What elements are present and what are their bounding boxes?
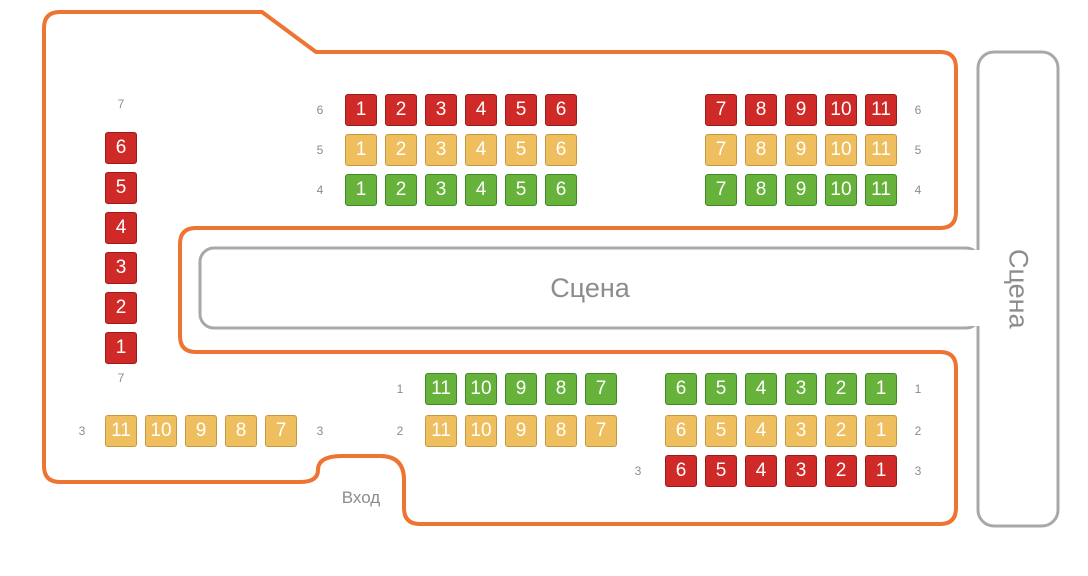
seat[interactable]: 5: [705, 373, 737, 405]
seat[interactable]: 6: [665, 455, 697, 487]
seat[interactable]: 11: [865, 134, 897, 166]
row-number-label: 7: [117, 371, 125, 385]
seat[interactable]: 8: [225, 415, 257, 447]
seat[interactable]: 6: [545, 94, 577, 126]
seat[interactable]: 3: [785, 415, 817, 447]
seat[interactable]: 1: [865, 373, 897, 405]
seat[interactable]: 4: [465, 174, 497, 206]
row-number-label: 4: [914, 183, 922, 197]
row-number-label: 3: [78, 424, 86, 438]
seat[interactable]: 10: [825, 134, 857, 166]
seat[interactable]: 11: [425, 415, 457, 447]
seat[interactable]: 10: [145, 415, 177, 447]
seat[interactable]: 6: [665, 415, 697, 447]
entrance-label: Вход: [341, 488, 381, 507]
seat[interactable]: 1: [865, 455, 897, 487]
seat[interactable]: 4: [465, 134, 497, 166]
row-number-label: 3: [634, 464, 642, 478]
seat[interactable]: 3: [785, 373, 817, 405]
seat[interactable]: 10: [465, 373, 497, 405]
seat[interactable]: 5: [505, 174, 537, 206]
seat[interactable]: 5: [505, 134, 537, 166]
seat[interactable]: 11: [865, 94, 897, 126]
seat[interactable]: 9: [785, 134, 817, 166]
row-number-label: 4: [316, 183, 324, 197]
seat[interactable]: 8: [545, 373, 577, 405]
seat[interactable]: 5: [705, 415, 737, 447]
seat[interactable]: 8: [745, 174, 777, 206]
row-number-label: 1: [914, 382, 922, 396]
seat[interactable]: 3: [425, 134, 457, 166]
seat[interactable]: 10: [825, 94, 857, 126]
seat[interactable]: 9: [505, 415, 537, 447]
seat[interactable]: 7: [705, 174, 737, 206]
seat[interactable]: 9: [185, 415, 217, 447]
stage-main-label: Сцена: [550, 273, 630, 303]
row-number-label: 2: [914, 424, 922, 438]
seat[interactable]: 7: [585, 415, 617, 447]
seat[interactable]: 6: [105, 132, 137, 164]
seat[interactable]: 10: [465, 415, 497, 447]
row-number-label: 5: [316, 143, 324, 157]
seat[interactable]: 7: [705, 134, 737, 166]
seat[interactable]: 1: [345, 174, 377, 206]
seat[interactable]: 3: [105, 252, 137, 284]
row-number-label: 6: [316, 103, 324, 117]
seat[interactable]: 7: [265, 415, 297, 447]
row-number-label: 3: [914, 464, 922, 478]
seat[interactable]: 1: [865, 415, 897, 447]
seat[interactable]: 4: [745, 455, 777, 487]
seat[interactable]: 2: [385, 94, 417, 126]
seat[interactable]: 10: [825, 174, 857, 206]
seat[interactable]: 7: [585, 373, 617, 405]
row-number-label: 3: [316, 424, 324, 438]
row-number-label: 2: [396, 424, 404, 438]
stage-side: Сцена: [978, 52, 1058, 526]
seat[interactable]: 8: [745, 134, 777, 166]
seat[interactable]: 5: [705, 455, 737, 487]
seat[interactable]: 8: [545, 415, 577, 447]
row-number-label: 1: [396, 382, 404, 396]
seat[interactable]: 4: [105, 212, 137, 244]
seat[interactable]: 9: [785, 174, 817, 206]
seat[interactable]: 4: [745, 415, 777, 447]
seat[interactable]: 2: [825, 373, 857, 405]
seat[interactable]: 11: [105, 415, 137, 447]
seat[interactable]: 6: [665, 373, 697, 405]
seat[interactable]: 5: [505, 94, 537, 126]
seat[interactable]: 1: [345, 94, 377, 126]
row-number-label: 7: [117, 97, 125, 111]
seat[interactable]: 7: [705, 94, 737, 126]
seat[interactable]: 3: [425, 174, 457, 206]
seat[interactable]: 2: [825, 415, 857, 447]
stage-side-label: Сцена: [1003, 249, 1034, 329]
seat[interactable]: 4: [745, 373, 777, 405]
seat[interactable]: 9: [505, 373, 537, 405]
row-number-label: 6: [914, 103, 922, 117]
seat[interactable]: 8: [745, 94, 777, 126]
seat[interactable]: 9: [785, 94, 817, 126]
seat[interactable]: 2: [385, 174, 417, 206]
seat[interactable]: 6: [545, 174, 577, 206]
stage-join: [968, 250, 988, 326]
seat[interactable]: 11: [865, 174, 897, 206]
seating-area-outline: [42, 10, 958, 526]
seat[interactable]: 3: [785, 455, 817, 487]
seat[interactable]: 6: [545, 134, 577, 166]
seat[interactable]: 2: [105, 292, 137, 324]
row-number-label: 5: [914, 143, 922, 157]
seat[interactable]: 2: [825, 455, 857, 487]
seat[interactable]: 2: [385, 134, 417, 166]
seat[interactable]: 1: [105, 332, 137, 364]
seat[interactable]: 5: [105, 172, 137, 204]
seat[interactable]: 1: [345, 134, 377, 166]
seat[interactable]: 11: [425, 373, 457, 405]
seat[interactable]: 3: [425, 94, 457, 126]
seat[interactable]: 4: [465, 94, 497, 126]
